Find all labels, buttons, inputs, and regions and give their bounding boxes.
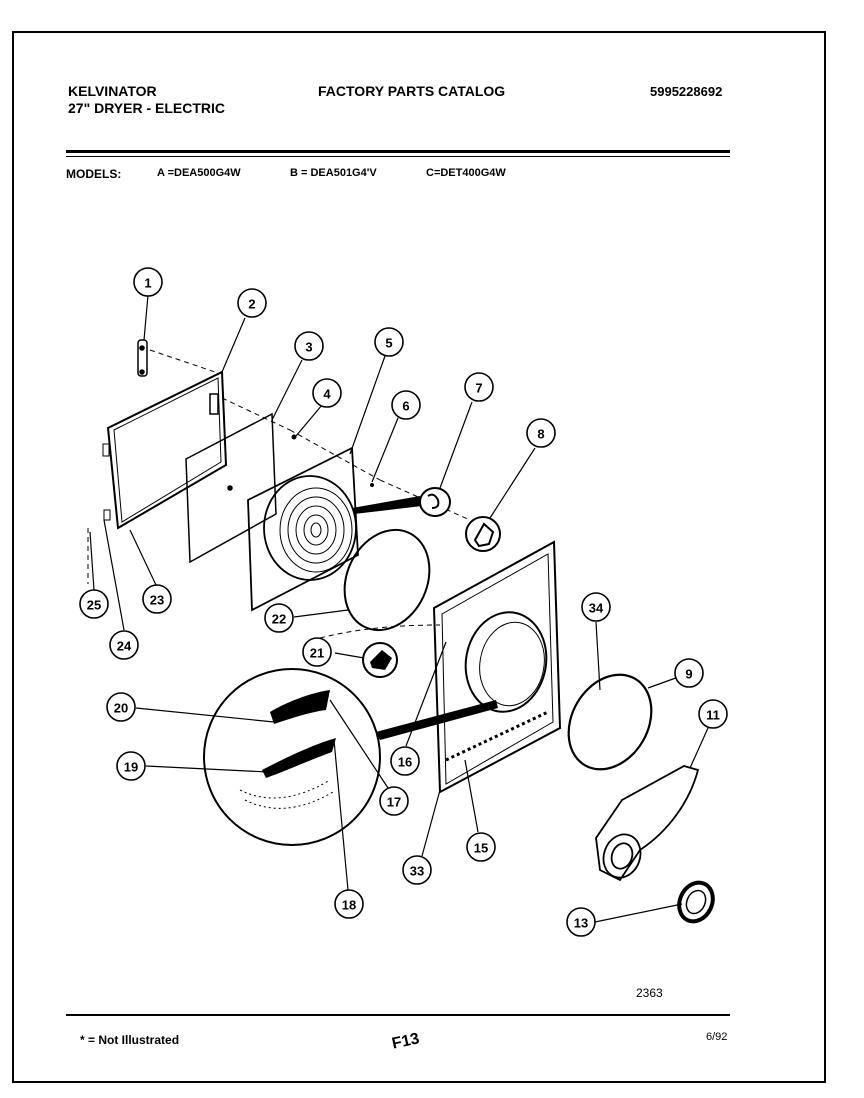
callout-33: 33 xyxy=(402,855,432,885)
callout-25: 25 xyxy=(79,589,109,619)
part-exhaust-duct xyxy=(595,765,700,882)
svg-text:9: 9 xyxy=(685,667,692,682)
svg-text:22: 22 xyxy=(272,612,286,627)
callout-17: 17 xyxy=(379,786,409,816)
svg-text:24: 24 xyxy=(117,639,132,654)
svg-text:18: 18 xyxy=(342,898,356,913)
svg-text:7: 7 xyxy=(475,381,482,396)
callout-5: 5 xyxy=(374,327,404,357)
svg-text:20: 20 xyxy=(114,701,128,716)
callout-9: 9 xyxy=(674,658,704,688)
model-a: A =DEA500G4W xyxy=(157,167,241,179)
model-b: B = DEA501G4'V xyxy=(290,167,377,179)
leader-lines xyxy=(89,294,709,923)
svg-text:17: 17 xyxy=(387,795,401,810)
part-screw xyxy=(291,434,297,440)
part-door-liner xyxy=(247,446,359,612)
svg-text:15: 15 xyxy=(474,841,488,856)
diagram-reference-code: 2363 xyxy=(636,986,663,1000)
callout-24: 24 xyxy=(109,630,139,660)
callout-21: 21 xyxy=(302,637,332,667)
callout-15: 15 xyxy=(466,832,496,862)
svg-text:19: 19 xyxy=(124,760,138,775)
callout-1: 1 xyxy=(133,267,163,297)
callout-3: 3 xyxy=(294,331,324,361)
callout-4: 4 xyxy=(312,378,342,408)
callout-20: 20 xyxy=(106,692,136,722)
callout-18: 18 xyxy=(334,889,364,919)
svg-text:33: 33 xyxy=(410,864,424,879)
svg-text:6: 6 xyxy=(402,399,409,414)
part-inner-door xyxy=(185,412,277,564)
part-pin xyxy=(370,483,374,487)
models-label: MODELS: xyxy=(66,167,122,181)
callout-6: 6 xyxy=(391,390,421,420)
svg-text:11: 11 xyxy=(706,708,720,723)
svg-text:34: 34 xyxy=(589,601,604,616)
svg-text:3: 3 xyxy=(305,340,312,355)
part-door-panel xyxy=(102,370,228,530)
part-hinge xyxy=(362,642,398,678)
model-c: C=DET400G4W xyxy=(426,167,506,179)
svg-text:8: 8 xyxy=(537,427,544,442)
leader-bar xyxy=(376,700,498,740)
footer-note: * = Not Illustrated xyxy=(80,1033,180,1047)
part-latch-clip xyxy=(352,487,451,517)
part-latch xyxy=(137,339,148,377)
product-subtitle: 27" DRYER - ELECTRIC xyxy=(68,100,226,116)
callout-2: 2 xyxy=(237,288,267,318)
svg-text:4: 4 xyxy=(323,387,331,402)
detail-magnifier xyxy=(203,668,381,846)
brand-name: KELVINATOR xyxy=(68,83,157,99)
part-front-panel xyxy=(432,540,562,794)
callout-16: 16 xyxy=(390,746,420,776)
callout-22: 22 xyxy=(264,603,294,633)
svg-text:16: 16 xyxy=(398,755,412,770)
svg-text:2: 2 xyxy=(248,297,255,312)
svg-text:23: 23 xyxy=(150,593,164,608)
part-strike xyxy=(465,516,501,552)
callout-34: 34 xyxy=(581,592,611,622)
svg-text:21: 21 xyxy=(310,646,324,661)
callout-19: 19 xyxy=(116,751,146,781)
callout-11: 11 xyxy=(698,699,728,729)
callout-23: 23 xyxy=(142,584,172,614)
part-gasket xyxy=(677,880,715,924)
catalog-title: FACTORY PARTS CATALOG xyxy=(318,83,506,99)
svg-text:25: 25 xyxy=(87,598,101,613)
header-rule-thin xyxy=(66,156,730,157)
callout-8: 8 xyxy=(526,418,556,448)
part-number: 5995228692 xyxy=(650,84,723,99)
callout-7: 7 xyxy=(464,372,494,402)
footer-date: 6/92 xyxy=(706,1031,728,1043)
part-seal-ring xyxy=(567,673,653,771)
part-door-seal xyxy=(343,528,431,632)
svg-text:5: 5 xyxy=(385,336,392,351)
svg-text:1: 1 xyxy=(144,276,151,291)
page-border xyxy=(12,31,826,1083)
svg-text:13: 13 xyxy=(574,916,588,931)
header-rule-thick xyxy=(66,150,730,153)
footer-rule xyxy=(66,1014,730,1016)
callout-13: 13 xyxy=(566,907,596,937)
